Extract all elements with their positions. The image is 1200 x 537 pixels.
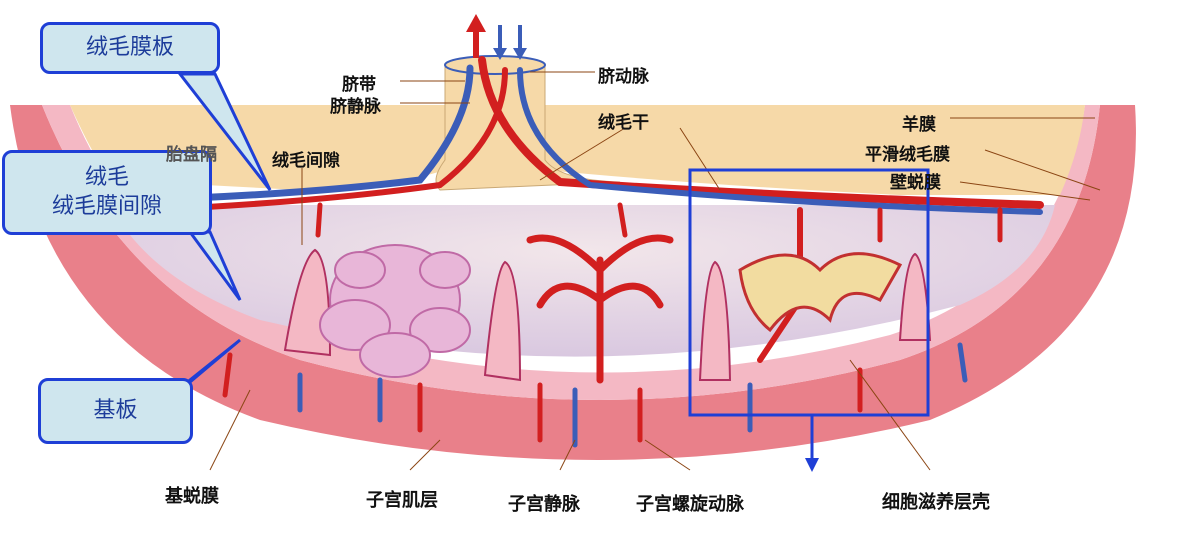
myometrium-label: 子宫肌层: [366, 490, 438, 511]
myometrium-layer: [10, 105, 1136, 460]
umbilical-cord-label: 脐带: [342, 75, 376, 95]
basal-plate-label: 基板: [93, 397, 138, 423]
chorionic-plate-label: 绒毛膜板: [85, 34, 174, 60]
placental-septum-label: 胎盘隔: [166, 145, 217, 165]
spiral-artery-label: 子宫螺旋动脉: [636, 494, 744, 515]
amnion-label: 羊膜: [902, 115, 936, 135]
decidual-vessels: [222, 342, 968, 448]
callout-pointers: [174, 72, 272, 394]
decidua-parietalis-label: 壁蜕膜: [890, 173, 941, 193]
decidua-basalis-label: 基蜕膜: [165, 486, 219, 507]
umbilical-arrows: [466, 14, 527, 60]
chorionic-plate-callout: 绒毛膜板: [40, 22, 220, 74]
down-arrow-icon: [805, 458, 819, 472]
umbilical-vein-label: 脐静脉: [330, 97, 381, 117]
basal-plate-callout: 基板: [38, 378, 193, 444]
villous-tree: [319, 244, 471, 378]
tertiary-villi: [738, 252, 903, 333]
placental-septa: [283, 248, 932, 382]
chorionic-vessels: [136, 56, 1044, 363]
umbilical-artery-label: 脐动脉: [598, 67, 649, 87]
uterine-vein-label: 子宫静脉: [508, 494, 580, 515]
intervillous-space-label: 绒毛膜间隙: [51, 193, 162, 219]
stem-villus-label: 绒毛干: [598, 113, 649, 133]
leader-lines: [209, 71, 1101, 471]
villus-highlight-box: [688, 168, 930, 417]
maternal-blood-jet: [526, 234, 674, 384]
villi-callout: 绒毛 绒毛膜间隙: [2, 150, 212, 235]
trophoblastic-shell-label: 细胞滋养层壳: [882, 492, 990, 513]
villi-label: 绒毛: [84, 164, 129, 190]
smooth-chorion-label: 平滑绒毛膜: [865, 145, 950, 165]
intervillous-space-top-label: 绒毛间隙: [272, 151, 340, 171]
